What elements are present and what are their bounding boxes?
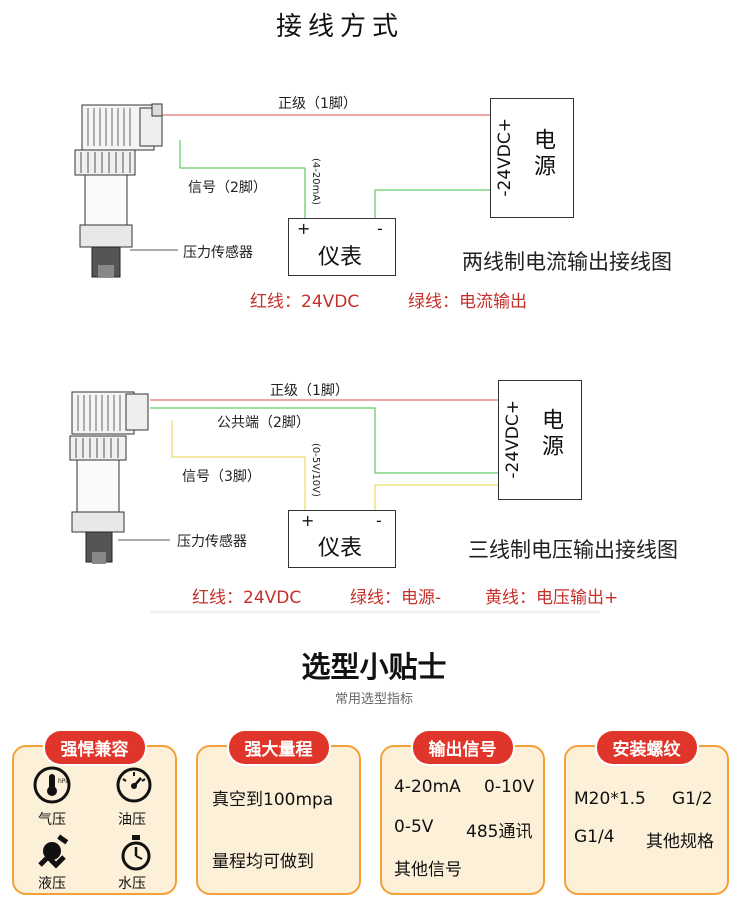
power-name-1: 电源 bbox=[530, 128, 555, 180]
range-line-2: 量程均可做到 bbox=[212, 852, 314, 872]
caption-three-wire: 三线制电压输出接线图 bbox=[468, 538, 678, 562]
card-tag-thread: 安装螺纹 bbox=[596, 731, 697, 764]
stopwatch-icon bbox=[121, 835, 151, 871]
card-thread: 安装螺纹 M20*1.5 G1/2 G1/4 其他规格 bbox=[564, 731, 729, 895]
item-oil-pressure: 油压 bbox=[118, 812, 146, 828]
selection-subtitle: 常用选型指标 bbox=[334, 692, 413, 707]
common-pin-label-2: 公共端（2脚） bbox=[217, 415, 310, 431]
thread-m20: M20*1.5 bbox=[574, 789, 646, 809]
legend-red-1: 红线：24VDC bbox=[250, 292, 360, 312]
item-gas-pressure: 气压 bbox=[38, 812, 66, 828]
card-compatibility: 强悍兼容 hPa 气压 油压 液压 水压 bbox=[12, 731, 177, 895]
power-voltage-2: -24VDC+ bbox=[503, 400, 523, 479]
green-wire-2 bbox=[150, 407, 498, 474]
meter-plus-2: + bbox=[301, 511, 315, 530]
green-wire-1a bbox=[179, 140, 306, 218]
meter-plus-1: + bbox=[297, 219, 311, 238]
sensor-label-1: 压力传感器 bbox=[183, 245, 253, 261]
thread-g12: G1/2 bbox=[672, 789, 713, 809]
output-other: 其他信号 bbox=[394, 860, 462, 880]
card-tag-range: 强大量程 bbox=[228, 731, 329, 764]
voltage-range-label: (0-5V/10V) bbox=[310, 443, 321, 497]
signal-pin-label-2: 信号（3脚） bbox=[182, 469, 261, 485]
thermometer-gauge-icon: hPa bbox=[33, 766, 71, 804]
legend-green-1: 绿线：电流输出 bbox=[408, 292, 527, 312]
signal-pin-label-1: 信号（2脚） bbox=[188, 180, 267, 196]
valve-icon bbox=[38, 834, 69, 869]
pressure-sensor-1 bbox=[74, 103, 163, 278]
sensor-label-2: 压力传感器 bbox=[177, 534, 247, 550]
range-line-1: 真空到100mpa bbox=[212, 790, 334, 810]
card-output: 输出信号 4-20mA 0-10V 0-5V 485通讯 其他信号 bbox=[380, 731, 545, 895]
selection-title: 选型小贴士 bbox=[301, 650, 447, 684]
card-tag-compatibility: 强悍兼容 bbox=[44, 731, 145, 764]
power-supply-box-2 bbox=[498, 380, 582, 500]
meter-name-2: 仪表 bbox=[318, 536, 363, 561]
green-wire-1b bbox=[374, 189, 490, 218]
legend-green-2: 绿线：电源- bbox=[350, 588, 442, 608]
output-0-10v: 0-10V bbox=[484, 777, 535, 797]
legend-yellow-2: 黄线：电压输出+ bbox=[485, 588, 619, 608]
positive-pin-label-2: 正级（1脚） bbox=[270, 383, 349, 399]
pressure-gauge-icon bbox=[116, 767, 152, 803]
thread-other: 其他规格 bbox=[646, 832, 714, 852]
output-4-20ma: 4-20mA bbox=[394, 777, 461, 797]
pressure-sensor-2 bbox=[69, 391, 149, 564]
positive-pin-label-1: 正级（1脚） bbox=[278, 96, 357, 112]
card-range: 强大量程 真空到100mpa 量程均可做到 bbox=[196, 731, 361, 895]
thread-g14: G1/4 bbox=[574, 827, 615, 847]
meter-minus-2: - bbox=[376, 511, 382, 530]
power-voltage-1: -24VDC+ bbox=[495, 118, 515, 197]
wiring-diagram bbox=[69, 103, 498, 564]
yellow-wire-2a bbox=[171, 420, 306, 510]
yellow-wire-2b bbox=[374, 484, 498, 510]
page-title: 接线方式 bbox=[275, 12, 404, 42]
card-tag-output: 输出信号 bbox=[412, 731, 513, 764]
meter-name-1: 仪表 bbox=[318, 245, 363, 270]
legend-red-2: 红线：24VDC bbox=[192, 588, 302, 608]
power-name-2: 电源 bbox=[538, 408, 563, 460]
output-485: 485通讯 bbox=[466, 822, 533, 842]
meter-box-2 bbox=[288, 510, 396, 568]
svg-text:hPa: hPa bbox=[58, 778, 69, 785]
item-water-pressure: 水压 bbox=[118, 876, 146, 892]
caption-two-wire: 两线制电流输出接线图 bbox=[462, 250, 672, 274]
item-hydraulic-pressure: 液压 bbox=[38, 876, 66, 892]
output-0-5v: 0-5V bbox=[394, 817, 434, 837]
power-supply-box-1 bbox=[490, 98, 574, 218]
meter-box-1 bbox=[288, 218, 396, 276]
current-range-label: (4-20mA) bbox=[310, 158, 321, 206]
meter-minus-1: - bbox=[377, 219, 383, 238]
